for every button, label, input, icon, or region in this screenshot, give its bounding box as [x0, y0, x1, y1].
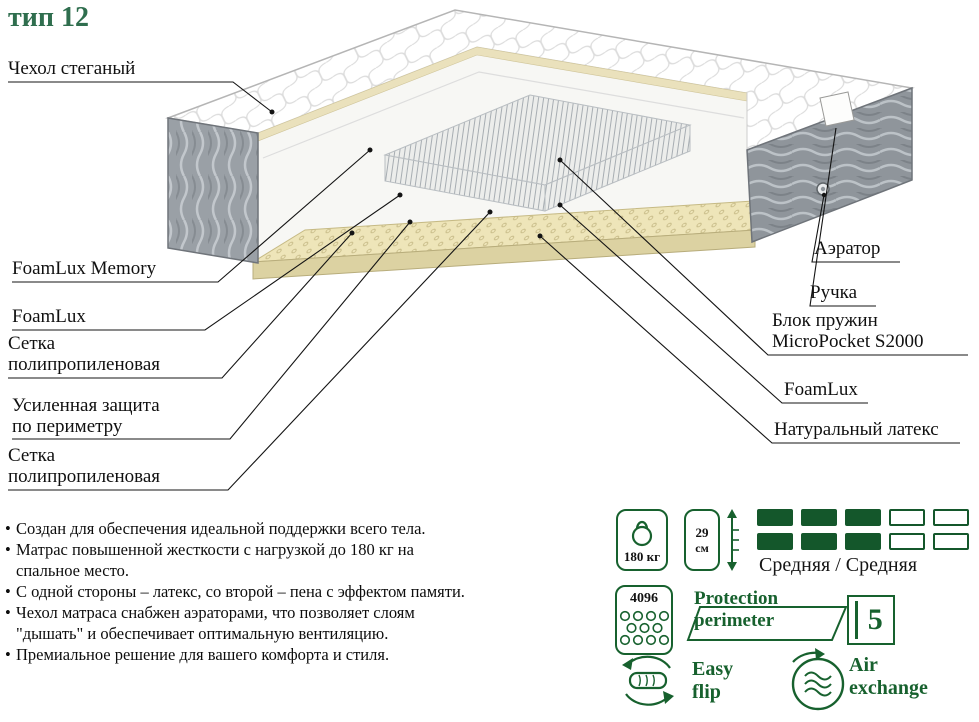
feature-item: С одной стороны – латекс, со второй – пе… [5, 581, 605, 602]
protection-perimeter-label: Protection perimeter [694, 588, 779, 631]
easy-flip-label: Easy flip [692, 658, 734, 703]
label-perimeter-protection: Усиленная защита по периметру [12, 395, 160, 437]
firmness-bar-filled [801, 509, 837, 526]
max-load-value: 180 кг [623, 548, 661, 564]
height-unit: см [695, 540, 709, 555]
firmness-bar-filled [801, 533, 837, 550]
label-spring-block: Блок пружин MicroPocket S2000 [772, 310, 924, 352]
feature-item: Создан для обеспечения идеальной поддерж… [5, 518, 605, 539]
firmness-indicator [757, 509, 969, 550]
springs-icon [619, 610, 670, 646]
mattress-illustration [165, 9, 915, 280]
air-exchange-icon [791, 648, 845, 711]
label-foamlux-memory: FoamLux Memory [12, 258, 157, 279]
perimeter-frame-icon [686, 606, 848, 641]
springs-count-value: 4096 [630, 591, 658, 606]
label-foamlux-right: FoamLux [784, 379, 858, 400]
height-arrow-icon [727, 509, 739, 571]
label-quilted-cover: Чехол стеганый [8, 58, 136, 79]
leader-lines [8, 81, 968, 491]
label-mesh-top: Сетка полипропиленовая [8, 333, 161, 375]
left-side-panel [167, 117, 259, 264]
feature-item: Премиальное решение для вашего комфорта … [5, 644, 605, 665]
feature-list: Создан для обеспечения идеальной поддерж… [5, 518, 605, 665]
label-foamlux-left: FoamLux [12, 306, 86, 327]
leader-dots [269, 109, 827, 239]
right-side-panel [746, 86, 913, 244]
feature-item: Матрас повышенной жесткости с нагрузкой … [5, 539, 605, 581]
height-value: 29 [695, 524, 709, 540]
feature-item: Чехол матраса снабжен аэраторами, что по… [5, 602, 605, 644]
easy-flip-icon [622, 655, 674, 706]
firmness-bar-empty [933, 509, 969, 526]
zones-spec: 5 [847, 595, 895, 645]
zones-value: 5 [867, 603, 883, 636]
label-natural-latex: Натуральный латекс [774, 419, 939, 440]
height-spec: 29 см [684, 509, 720, 571]
firmness-bar-filled [845, 533, 881, 550]
max-load-spec: 180 кг [616, 509, 668, 571]
page-title: тип 12 [8, 2, 90, 33]
firmness-bar-filled [757, 533, 793, 550]
firmness-row-top [757, 509, 969, 526]
springs-count-spec: 4096 [615, 585, 673, 655]
handle-tag [819, 91, 855, 127]
firmness-bar-empty [889, 533, 925, 550]
label-aerator: Аэратор [814, 238, 881, 259]
zones-icon-bar [855, 601, 858, 639]
firmness-bar-filled [757, 509, 793, 526]
air-exchange-label: Air exchange [849, 654, 928, 699]
firmness-row-bottom [757, 533, 969, 550]
firmness-bar-filled [845, 509, 881, 526]
weight-icon [631, 520, 653, 546]
firmness-bar-empty [933, 533, 969, 550]
label-mesh-bottom: Сетка полипропиленовая [8, 445, 161, 487]
zones-icon: 5 [847, 595, 895, 645]
spring-block-graphic [383, 94, 692, 212]
firmness-bar-empty [889, 509, 925, 526]
label-handle: Ручка [810, 282, 857, 303]
firmness-label: Средняя / Средняя [759, 554, 918, 576]
